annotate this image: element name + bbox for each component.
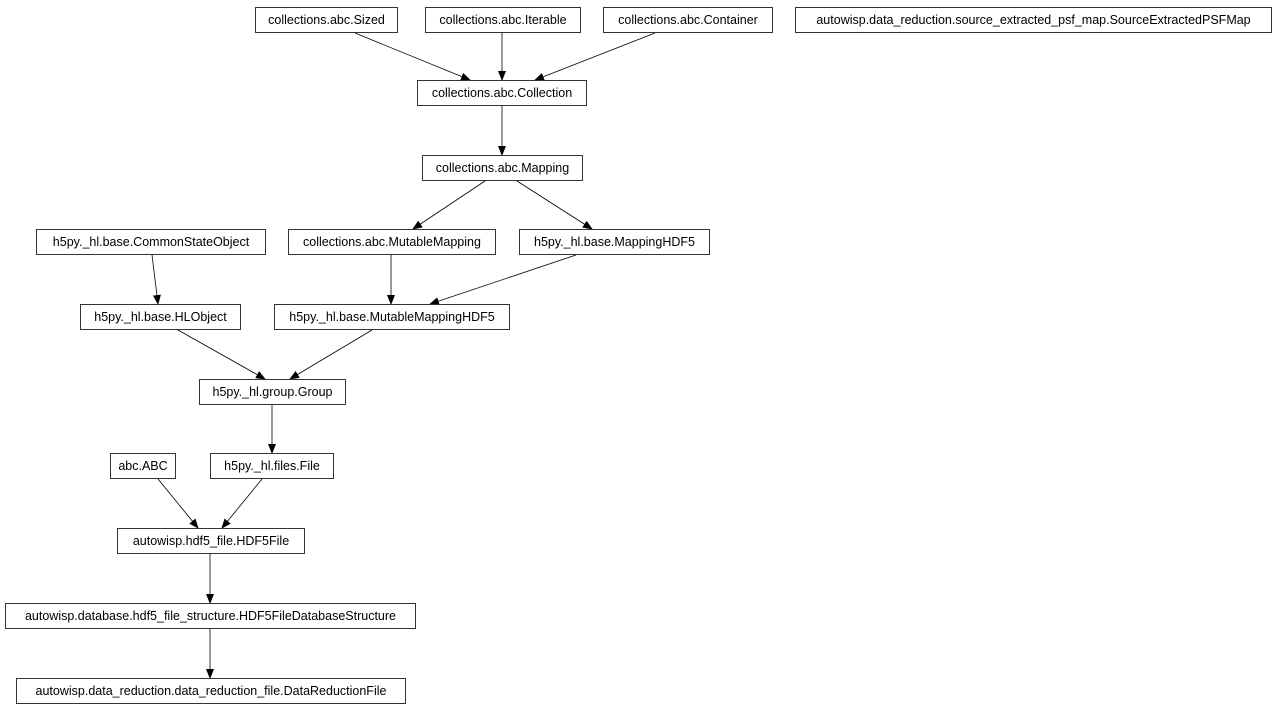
class-node-label: h5py._hl.group.Group <box>212 385 333 399</box>
class-node-sized[interactable]: collections.abc.Sized <box>255 7 398 33</box>
class-node-iterable[interactable]: collections.abc.Iterable <box>425 7 581 33</box>
class-node-psfmap[interactable]: autowisp.data_reduction.source_extracted… <box>795 7 1272 33</box>
class-node-mutablemappinghdf5[interactable]: h5py._hl.base.MutableMappingHDF5 <box>274 304 510 330</box>
class-node-label: autowisp.database.hdf5_file_structure.HD… <box>24 609 397 623</box>
class-node-container[interactable]: collections.abc.Container <box>603 7 773 33</box>
edge-file-to-hdf5file <box>221 478 263 529</box>
class-node-label: autowisp.data_reduction.source_extracted… <box>816 13 1251 27</box>
class-node-label: h5py._hl.base.CommonStateObject <box>52 235 250 249</box>
class-node-label: autowisp.hdf5_file.HDF5File <box>132 534 290 548</box>
class-node-label: collections.abc.Sized <box>268 13 385 27</box>
class-node-group[interactable]: h5py._hl.group.Group <box>199 379 346 405</box>
class-node-label: h5py._hl.files.File <box>224 459 320 473</box>
class-node-commonstate[interactable]: h5py._hl.base.CommonStateObject <box>36 229 266 255</box>
edge-hlobject-to-group <box>177 329 266 380</box>
class-node-label: h5py._hl.base.MappingHDF5 <box>534 235 695 249</box>
class-node-label: collections.abc.Container <box>618 13 758 27</box>
edge-mutablemappinghdf5-to-group <box>289 329 373 380</box>
edge-mapping-to-mappinghdf5 <box>516 180 593 230</box>
class-node-label: collections.abc.Mapping <box>435 161 570 175</box>
class-node-label: collections.abc.MutableMapping <box>303 235 481 249</box>
class-node-dbstructure[interactable]: autowisp.database.hdf5_file_structure.HD… <box>5 603 416 629</box>
edge-mapping-to-mutablemapping <box>412 180 486 230</box>
class-node-hdf5file[interactable]: autowisp.hdf5_file.HDF5File <box>117 528 305 554</box>
class-node-label: abc.ABC <box>118 459 168 473</box>
class-node-drfile[interactable]: autowisp.data_reduction.data_reduction_f… <box>16 678 406 704</box>
edge-mappinghdf5-to-mutablemappinghdf5 <box>429 254 577 305</box>
class-node-label: collections.abc.Iterable <box>439 13 567 27</box>
class-node-file[interactable]: h5py._hl.files.File <box>210 453 334 479</box>
class-node-abc[interactable]: abc.ABC <box>110 453 176 479</box>
class-node-label: autowisp.data_reduction.data_reduction_f… <box>35 684 387 698</box>
class-node-mappinghdf5[interactable]: h5py._hl.base.MappingHDF5 <box>519 229 710 255</box>
class-node-label: collections.abc.Collection <box>431 86 573 100</box>
class-node-label: h5py._hl.base.MutableMappingHDF5 <box>289 310 495 324</box>
class-node-mutablemapping[interactable]: collections.abc.MutableMapping <box>288 229 496 255</box>
edge-abc-to-hdf5file <box>157 478 199 529</box>
class-node-collection[interactable]: collections.abc.Collection <box>417 80 587 106</box>
class-node-hlobject[interactable]: h5py._hl.base.HLObject <box>80 304 241 330</box>
edge-sized-to-collection <box>354 32 471 81</box>
class-node-mapping[interactable]: collections.abc.Mapping <box>422 155 583 181</box>
edge-container-to-collection <box>534 32 656 81</box>
edge-commonstate-to-hlobject <box>151 254 161 305</box>
class-node-label: h5py._hl.base.HLObject <box>94 310 227 324</box>
